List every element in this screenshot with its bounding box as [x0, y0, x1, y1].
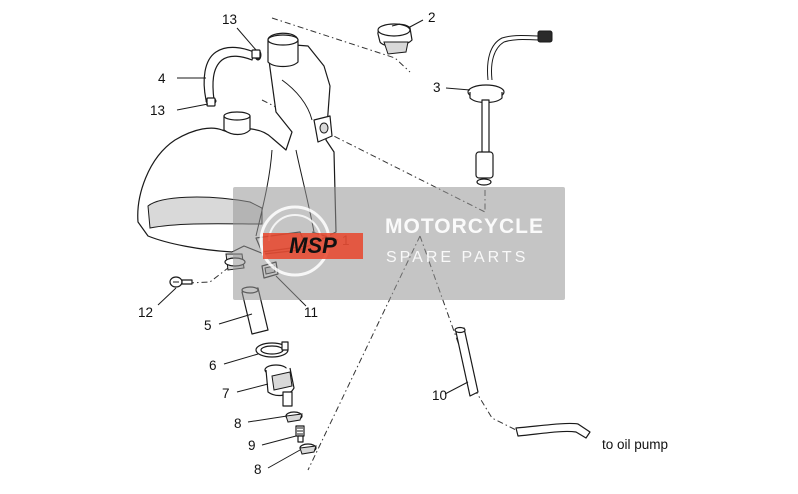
callout-13-upper: 13	[222, 12, 237, 27]
callout-3: 3	[433, 80, 441, 95]
clamp-6	[255, 341, 289, 358]
filter-7	[264, 364, 295, 407]
callout-9: 9	[248, 438, 256, 453]
watermark-title: MOTORCYCLE	[385, 215, 544, 238]
callout-10: 10	[432, 388, 447, 403]
msp-logo: MSP	[259, 205, 363, 277]
to-oil-pump-note: to oil pump	[602, 437, 668, 452]
watermark-subtitle: SPARE PARTS	[386, 249, 529, 266]
filler-cap	[377, 23, 413, 55]
washer-8-lower	[299, 443, 317, 455]
callout-6: 6	[209, 358, 217, 373]
fitting-9	[295, 425, 305, 443]
callout-13-lower: 13	[150, 103, 165, 118]
callout-11: 11	[304, 305, 318, 320]
hose-clip-13-lower	[206, 97, 216, 107]
callout-8-upper: 8	[234, 416, 242, 431]
callout-5: 5	[204, 318, 212, 333]
callout-labels: 13 2 4 3 13 1 12 11 5 6 7 8 9 8 10 to oi…	[138, 10, 668, 477]
callout-8-lower: 8	[254, 462, 262, 477]
level-sensor	[467, 30, 553, 186]
callout-7: 7	[222, 386, 230, 401]
screw-12	[169, 276, 193, 288]
oil-hose-10	[454, 326, 591, 439]
washer-8-upper	[285, 411, 303, 423]
watermark-banner: MSP MOTORCYCLE SPARE PARTS	[233, 187, 565, 300]
hose-clip-13-upper	[251, 49, 261, 59]
msp-logo-text: MSP	[289, 233, 337, 258]
callout-2: 2	[428, 10, 436, 25]
callout-4: 4	[158, 71, 166, 86]
callout-12: 12	[138, 305, 153, 320]
